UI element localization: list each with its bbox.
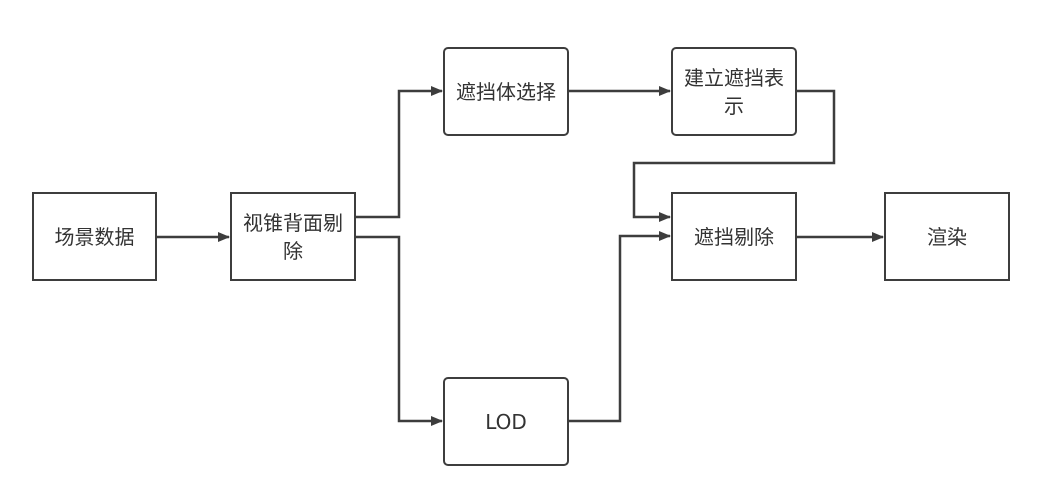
edge-lod-to-occlusion-culling bbox=[569, 231, 671, 423]
node-occluder-selection[interactable]: 遮挡体选择 bbox=[443, 47, 569, 136]
node-label: 建立遮挡表示 bbox=[684, 65, 784, 118]
node-frustum-backface-culling[interactable]: 视锥背面剔除 bbox=[230, 192, 356, 281]
node-build-occlusion-representation[interactable]: 建立遮挡表示 bbox=[671, 47, 797, 136]
node-rendering[interactable]: 渲染 bbox=[884, 192, 1010, 281]
node-label: LOD bbox=[485, 409, 527, 434]
node-label: 视锥背面剔除 bbox=[243, 210, 343, 263]
node-label: 遮挡体选择 bbox=[456, 79, 556, 104]
node-label: 场景数据 bbox=[54, 224, 135, 249]
node-label: 渲染 bbox=[927, 224, 967, 249]
node-label: 遮挡剔除 bbox=[694, 224, 774, 249]
node-scene-data[interactable]: 场景数据 bbox=[32, 192, 157, 281]
edge-build-to-occlusion-culling bbox=[632, 89, 836, 222]
node-lod[interactable]: LOD bbox=[443, 377, 569, 466]
edge-frustum-to-lod bbox=[356, 235, 443, 426]
edge-frustum-to-occluder-selection bbox=[356, 86, 443, 219]
node-occlusion-culling[interactable]: 遮挡剔除 bbox=[671, 192, 797, 281]
